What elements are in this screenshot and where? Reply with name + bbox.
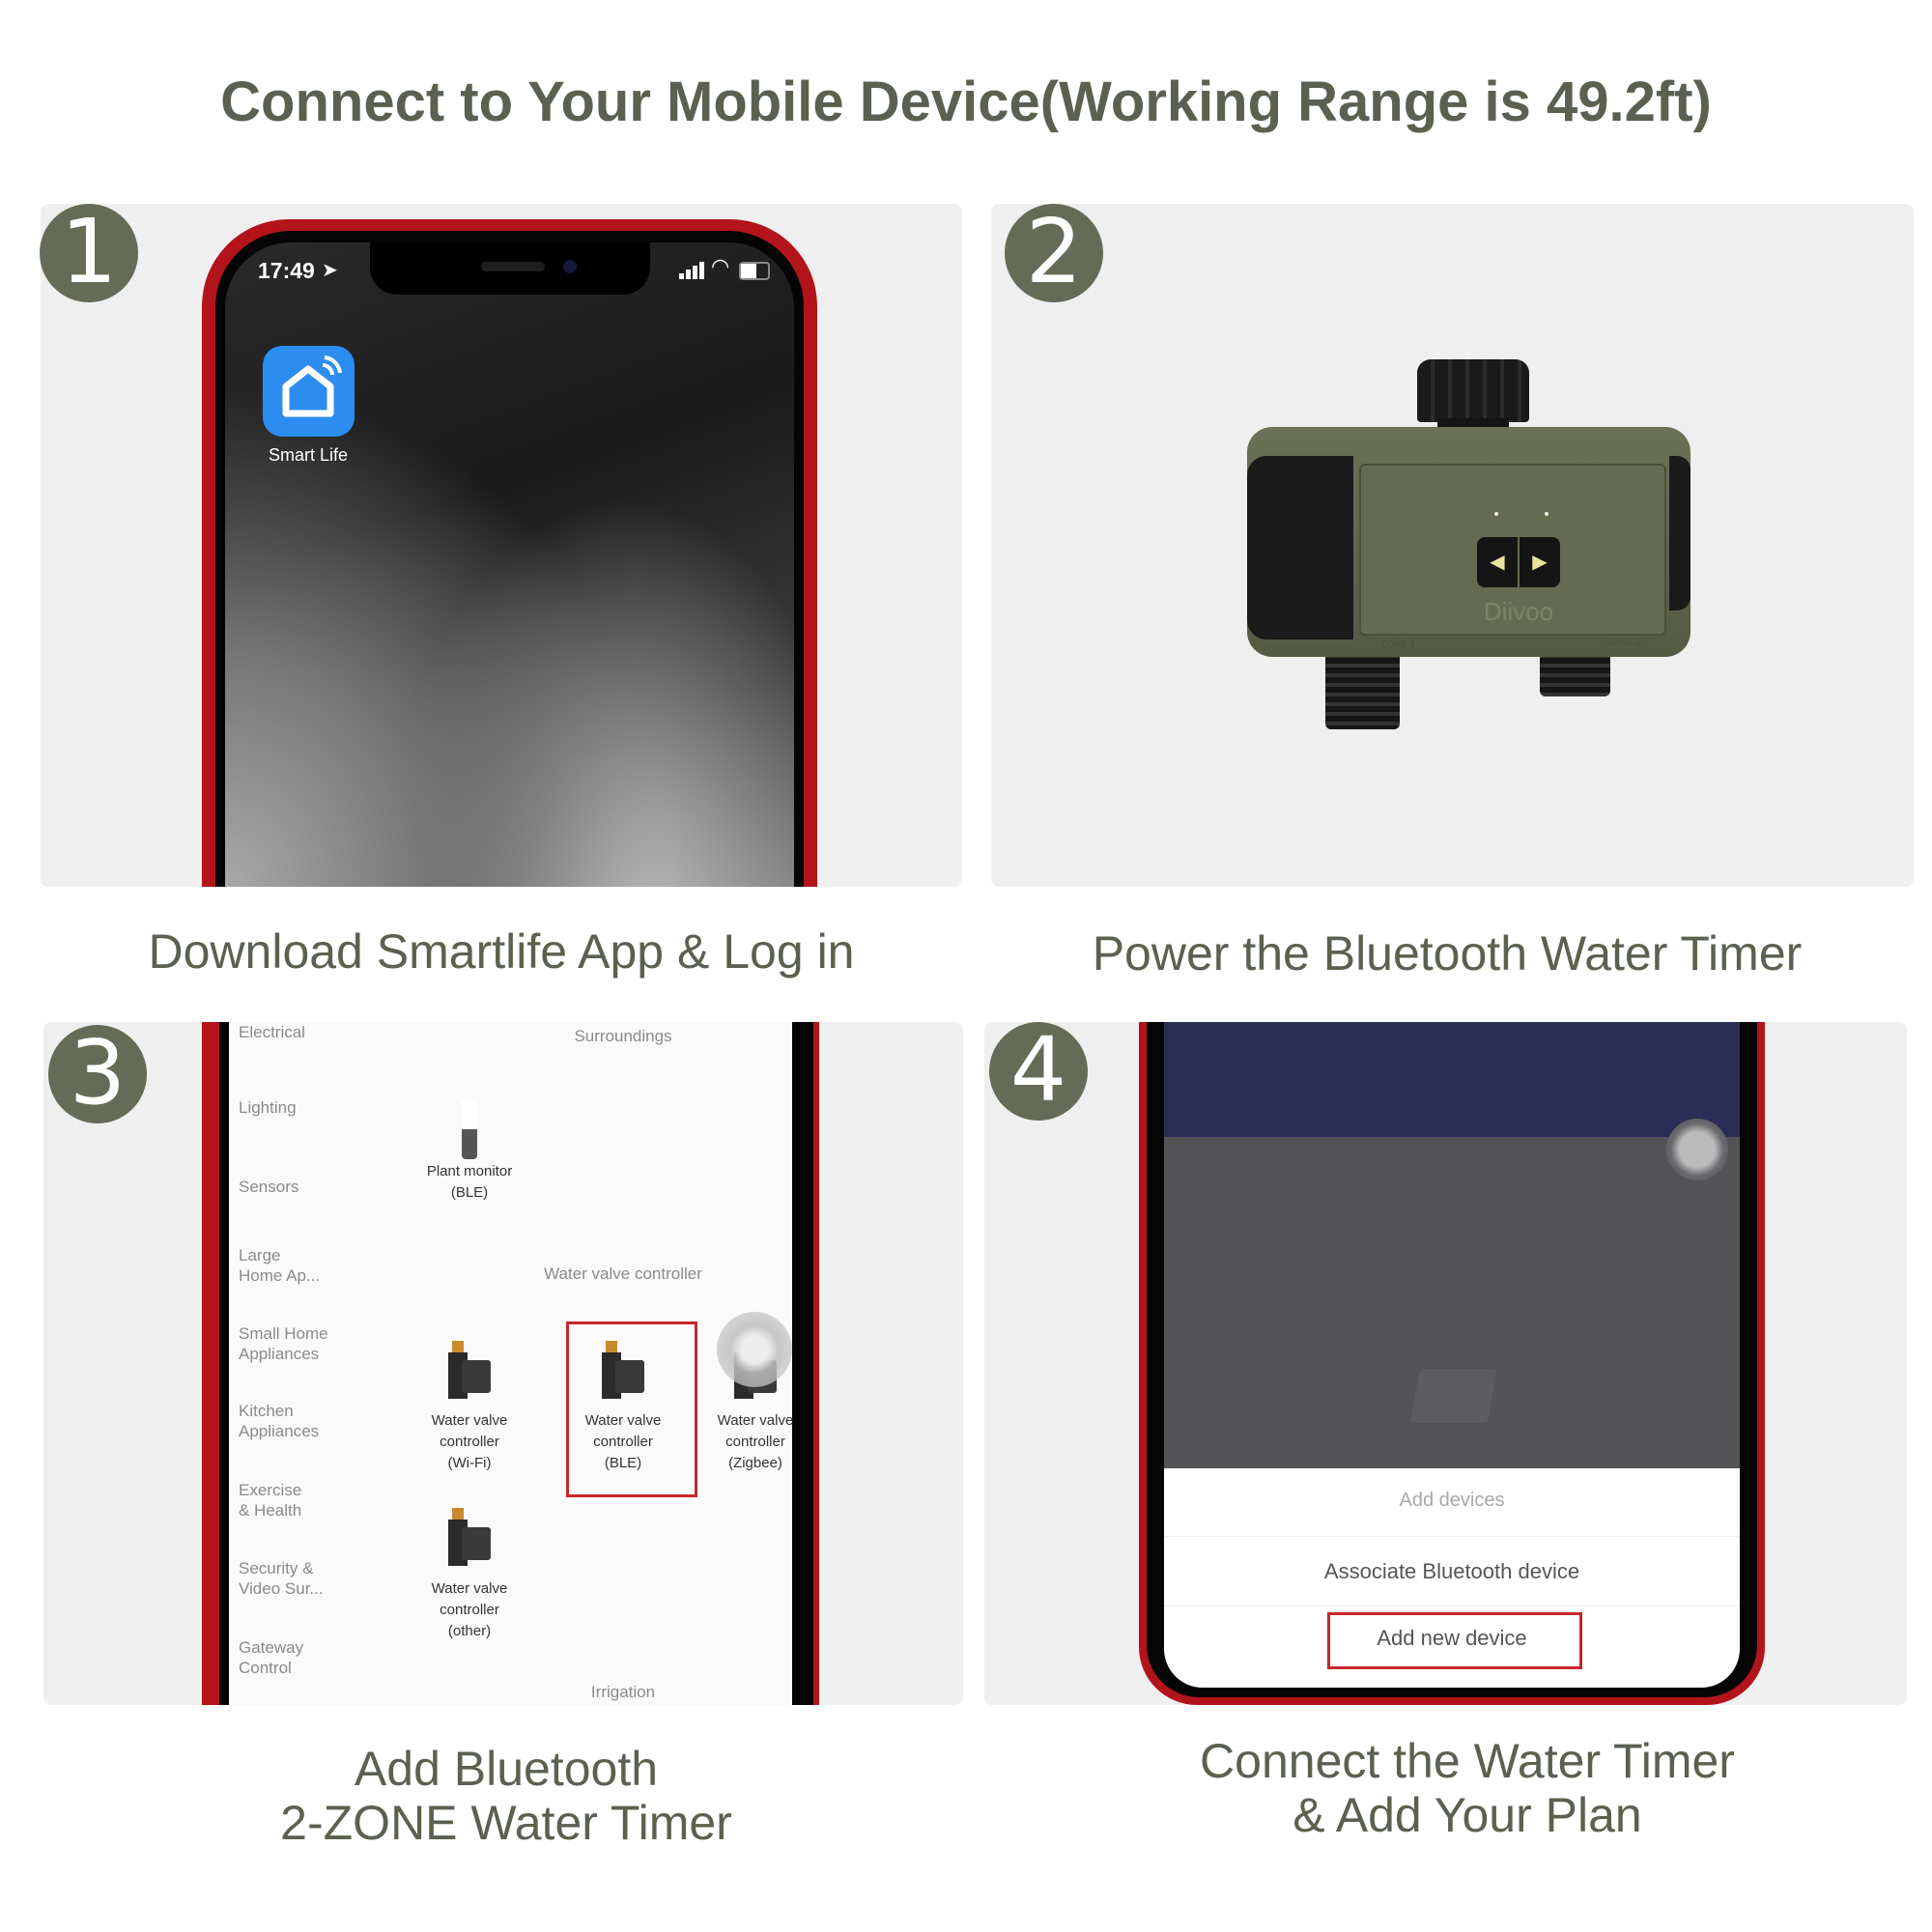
zone-2-label: ZONE 2 — [1606, 638, 1642, 648]
step-4-caption: Connect the Water Timer & Add Your Plan — [1013, 1734, 1921, 1842]
phone-screen: 17:49 ➤ ◠ Smart Life — [225, 242, 794, 887]
brand-logo: Diivoo — [1483, 597, 1554, 626]
step-4-caption-line-1: Connect the Water Timer — [1200, 1734, 1735, 1788]
step-4-badge: 4 — [989, 1022, 1088, 1121]
category-gateway-control[interactable]: Gateway Control — [239, 1638, 304, 1677]
water-timer-device: ◀ ▶ Diivoo ZONE 1 ZONE 2 — [991, 204, 1914, 887]
add-new-device-highlight — [1327, 1612, 1582, 1669]
category-electrical[interactable]: Electrical — [239, 1023, 305, 1041]
step-2-caption: Power the Bluetooth Water Timer — [1092, 926, 1803, 980]
step-1-panel: 17:49 ➤ ◠ Smart Life — [41, 204, 962, 887]
outlet-zone-1 — [1325, 648, 1400, 729]
left-grip — [1247, 456, 1353, 639]
touch-indicator — [1666, 1119, 1728, 1180]
device-body: ◀ ▶ Diivoo ZONE 1 ZONE 2 — [1247, 427, 1690, 657]
selected-highlight-box — [566, 1321, 697, 1497]
smart-life-app-icon[interactable] — [263, 346, 355, 437]
inlet-knob — [1417, 359, 1529, 422]
phone-frame: 17:49 ➤ ◠ Smart Life — [202, 219, 817, 887]
wifi-icon: ◠ — [711, 254, 730, 278]
phone-screen: Add devices Associate Bluetooth device A… — [1164, 1022, 1740, 1688]
left-button[interactable]: ◀ — [1477, 537, 1518, 587]
water-valve-icon — [448, 1508, 491, 1566]
associate-bluetooth-device-option[interactable]: Associate Bluetooth device — [1323, 1559, 1580, 1583]
add-new-device-option[interactable]: Add new device — [1377, 1626, 1527, 1650]
step-1-badge: 1 — [40, 204, 138, 302]
right-button[interactable]: ▶ — [1520, 537, 1560, 587]
section-water-valve-controller: Water valve controller — [544, 1264, 702, 1283]
step-1-caption: Download Smartlife App & Log in — [148, 924, 855, 979]
step-4-caption-line-2: & Add Your Plan — [1293, 1788, 1642, 1842]
step-3-caption-line-1: Add Bluetooth — [354, 1742, 659, 1796]
category-exercise-health[interactable]: Exercise & Health — [239, 1481, 302, 1520]
category-lighting[interactable]: Lighting — [239, 1098, 297, 1117]
sheet-header: Add devices — [1399, 1490, 1505, 1511]
status-time: 17:49 — [258, 258, 315, 283]
category-small-home-appliances[interactable]: Small Home Appliances — [239, 1324, 328, 1363]
dimmed-overlay — [1164, 1119, 1740, 1468]
step-3-caption-line-2: 2-ZONE Water Timer — [280, 1796, 732, 1850]
step-2-badge: 2 — [1005, 204, 1103, 302]
touch-indicator — [717, 1312, 792, 1387]
step-3-caption: Add Bluetooth 2-ZONE Water Timer — [52, 1742, 960, 1850]
phone-frame-right — [792, 1022, 819, 1705]
step-2-panel: ◀ ▶ Diivoo ZONE 1 ZONE 2 — [991, 204, 1914, 887]
plant-monitor-item[interactable]: Plant monitor (BLE) — [426, 1163, 513, 1201]
camera — [563, 260, 577, 273]
category-sensors[interactable]: Sensors — [239, 1178, 299, 1196]
speaker — [481, 262, 545, 271]
notch — [370, 242, 650, 295]
smart-life-house-icon — [282, 355, 342, 417]
category-screen: Electrical Lighting Sensors Large Home A… — [229, 1022, 794, 1705]
step-4-panel: Add devices Associate Bluetooth device A… — [984, 1022, 1907, 1705]
right-grip — [1669, 456, 1690, 611]
section-surroundings: Surroundings — [574, 1027, 672, 1045]
category-kitchen-appliances[interactable]: Kitchen Appliances — [239, 1402, 320, 1440]
water-valve-icon — [448, 1341, 491, 1399]
location-arrow-icon: ➤ — [322, 260, 338, 281]
front-panel: ◀ ▶ Diivoo — [1359, 464, 1666, 636]
phone-frame: Add devices Associate Bluetooth device A… — [1139, 1022, 1765, 1705]
divider — [1164, 1605, 1740, 1606]
water-valve-icon — [602, 1341, 644, 1399]
zone-1-label: ZONE 1 — [1380, 639, 1416, 650]
app-label: Smart Life — [268, 445, 349, 465]
led-1 — [1494, 512, 1498, 516]
category-security-video[interactable]: Security & Video Sur... — [239, 1559, 324, 1598]
category-large-home-appliances[interactable]: Large Home Ap... — [239, 1246, 321, 1285]
page-title: Connect to Your Mobile Device(Working Ra… — [220, 71, 1712, 133]
battery-icon — [739, 262, 770, 280]
divider — [1164, 1536, 1740, 1537]
step-3-panel: Electrical Lighting Sensors Large Home A… — [43, 1022, 963, 1705]
led-2 — [1545, 512, 1548, 516]
plant-monitor-icon — [462, 1099, 477, 1159]
empty-box-icon — [1410, 1369, 1497, 1423]
phone-frame — [202, 1022, 229, 1705]
app-header — [1164, 1022, 1740, 1137]
step-3-badge: 3 — [48, 1025, 147, 1123]
section-irrigation: Irrigation — [590, 1683, 656, 1701]
signal-icon — [679, 262, 704, 279]
